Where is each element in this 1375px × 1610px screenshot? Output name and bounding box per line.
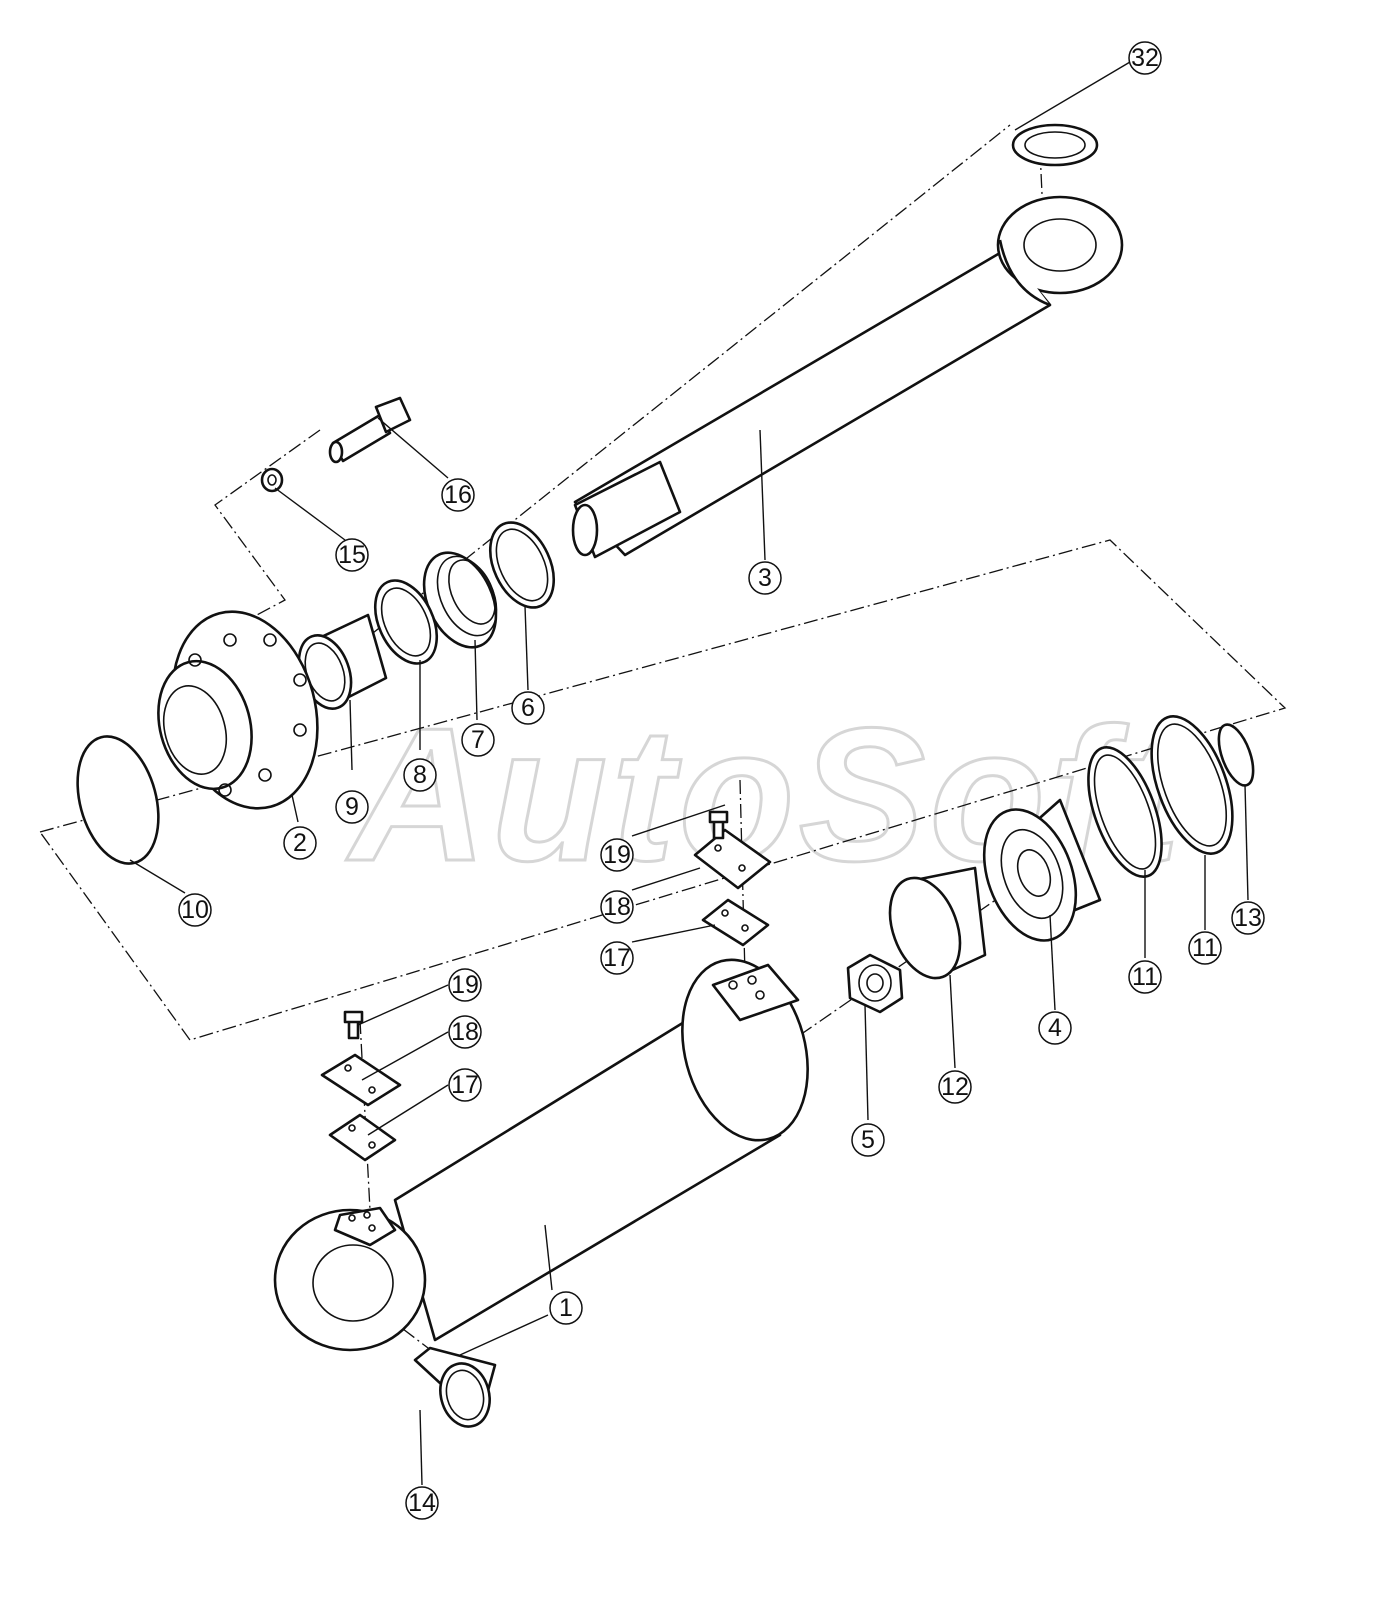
ring-11a [1150,715,1234,855]
ring-11b [1087,745,1163,879]
callout-17-lower: 17 [448,1068,482,1102]
svg-text:6: 6 [521,694,535,722]
svg-text:10: 10 [181,896,209,924]
callout-17-upper: 17 [600,941,634,975]
bolt-19-upper [708,810,729,840]
bushing-14 [413,1346,497,1428]
svg-text:3: 3 [758,564,772,592]
svg-text:11: 11 [1192,934,1218,962]
svg-text:16: 16 [444,481,472,509]
callout-32: 32 [1128,41,1162,75]
callout-1: 1 [549,1291,583,1325]
o-ring-10 [76,735,160,865]
callout-18-upper: 18 [600,890,634,924]
callout-6: 6 [511,691,545,725]
svg-text:8: 8 [413,761,427,789]
callout-16: 16 [441,478,475,512]
seal-ring-32 [1011,123,1099,167]
svg-text:7: 7 [471,726,485,754]
callout-11b: 11 [1128,960,1162,994]
svg-text:9: 9 [345,793,359,821]
svg-text:17: 17 [451,1071,479,1099]
callout-3: 3 [748,561,782,595]
svg-text:1: 1 [559,1294,573,1322]
callout-14: 14 [405,1486,439,1520]
bolt-19-lower [343,1010,364,1040]
svg-text:5: 5 [861,1126,875,1154]
svg-text:32: 32 [1131,44,1159,72]
callout-18-lower: 18 [448,1015,482,1049]
svg-text:4: 4 [1048,1014,1062,1042]
svg-text:19: 19 [603,841,631,869]
plate-18-lower [320,1053,402,1107]
callout-19-upper: 19 [600,838,634,872]
svg-text:17: 17 [603,944,631,972]
cylinder-head-2 [157,610,319,810]
callout-5: 5 [851,1123,885,1157]
piston-4 [982,798,1102,942]
callout-4: 4 [1038,1011,1072,1045]
svg-text:19: 19 [451,971,479,999]
callout-2: 2 [283,826,317,860]
ring-6 [488,521,556,609]
bolt-16 [328,396,412,464]
plate-17-lower [328,1113,397,1162]
cylinder-tube-1 [273,958,809,1352]
ring-13 [1217,723,1255,787]
callout-9: 9 [335,790,369,824]
sleeve-12 [888,866,987,980]
svg-text:12: 12 [941,1073,969,1101]
callout-7: 7 [461,723,495,757]
callout-10: 10 [178,893,212,927]
seal-8 [373,579,439,665]
piston-rod-3 [571,195,1124,559]
plate-17-upper [701,898,770,947]
svg-text:11: 11 [1132,963,1158,991]
callout-13: 13 [1231,901,1265,935]
callout-19-lower: 19 [448,968,482,1002]
nut-5 [846,953,904,1014]
svg-text:18: 18 [451,1018,479,1046]
leader-lines [129,61,1249,1486]
svg-text:13: 13 [1234,904,1262,932]
washer-15 [260,467,284,493]
svg-text:14: 14 [408,1489,436,1517]
callout-15: 15 [335,538,369,572]
callout-8: 8 [403,758,437,792]
callout-12: 12 [938,1070,972,1104]
callout-11a: 11 [1188,931,1222,965]
svg-text:2: 2 [293,829,307,857]
svg-text:15: 15 [338,541,366,569]
svg-text:18: 18 [603,893,631,921]
